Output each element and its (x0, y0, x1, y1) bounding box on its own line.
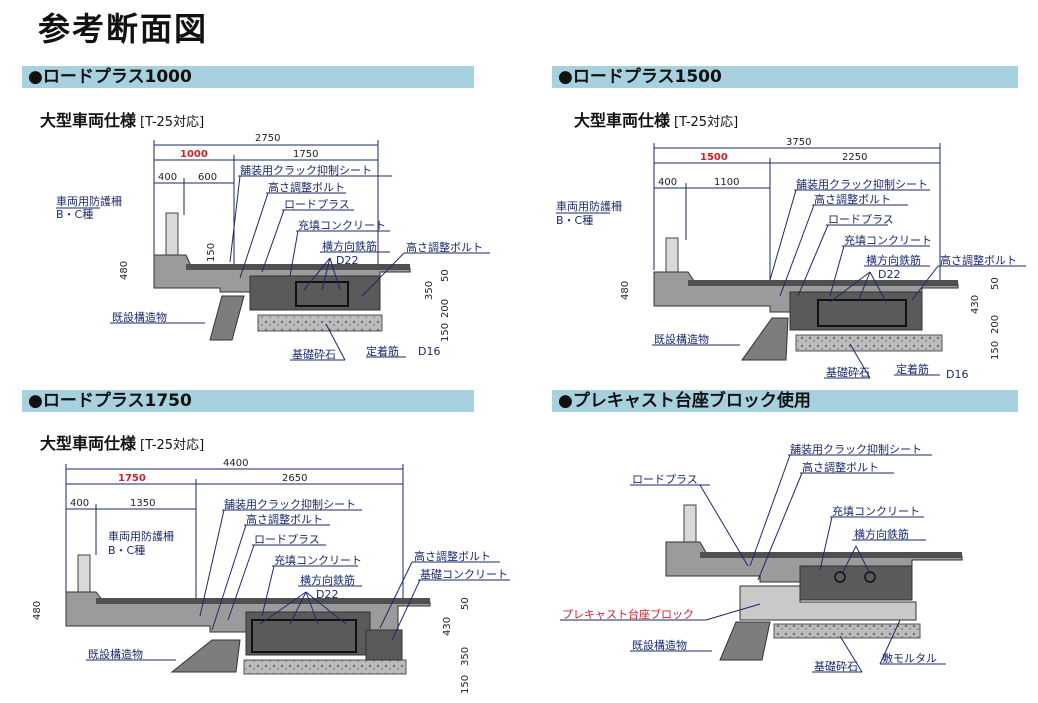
dim-h1: 480 (119, 261, 130, 280)
dim-total: 4400 (223, 458, 248, 469)
label-fill: 充填コンクリート (832, 504, 920, 518)
dim-v4: 150 (440, 323, 451, 342)
section-heading-1750: ●ロードプラス1750 (22, 390, 474, 412)
diagram-1500: 3750 1500 2250 400 1100 480 50 430 200 1… (556, 137, 1026, 381)
label-rebar: 横方向鉄筋 (322, 239, 377, 253)
label-bolt: 高さ調整ボルト (802, 460, 879, 474)
label-rebar-size: D22 (316, 588, 338, 601)
label-guard-type: B・C種 (556, 213, 593, 227)
section-heading-1500: ●ロードプラス1500 (552, 66, 1018, 88)
label-existing: 既設構造物 (88, 647, 143, 661)
label-rebar-size: D22 (878, 268, 900, 281)
dim-d1: 400 (70, 498, 89, 509)
label-bolt2: 高さ調整ボルト (406, 240, 483, 254)
label-sheet: 舗装用クラック抑制シート (796, 177, 928, 191)
label-base: 基礎砕石 (814, 659, 858, 673)
spec-title-1000: 大型車両仕様[T-25対応] (40, 107, 204, 131)
label-road: ロードプラス (254, 533, 320, 546)
label-base: 基礎砕石 (292, 347, 336, 361)
label-base: 基礎砕石 (826, 365, 870, 379)
label-guard: 車両用防護柵 (108, 529, 174, 543)
label-guard-type: B・C種 (56, 207, 93, 221)
page-title: 参考断面図 (38, 10, 209, 48)
spec-name: 大型車両仕様 (574, 111, 671, 130)
dim-right: 2650 (282, 473, 307, 484)
dim-v1: 50 (440, 269, 451, 282)
dim-v3: 200 (990, 315, 1001, 334)
dim-d1: 400 (158, 172, 177, 183)
diagram-1000: 2750 1000 1750 400 600 480 150 50 350 20… (56, 133, 490, 361)
dim-v4: 150 (990, 341, 1001, 360)
label-bolt: 高さ調整ボルト (814, 192, 891, 206)
dim-width-red: 1500 (700, 152, 728, 163)
label-anchor-size: D16 (418, 345, 440, 358)
dim-total: 3750 (786, 137, 811, 148)
dim-h1: 480 (620, 281, 631, 300)
label-existing: 既設構造物 (632, 638, 687, 652)
label-sheet: 舗装用クラック抑制シート (240, 163, 372, 177)
dim-h1: 480 (32, 601, 43, 620)
label-bolt2: 高さ調整ボルト (940, 253, 1017, 267)
label-anchor: 定着筋 (896, 362, 929, 376)
label-road: ロードプラス (632, 473, 698, 486)
dim-width-red: 1750 (118, 473, 146, 484)
dim-d2: 1350 (130, 498, 155, 509)
dim-d2: 1100 (714, 177, 739, 188)
dim-d1: 400 (658, 177, 677, 188)
dim-width-red: 1000 (180, 149, 208, 160)
label-rebar: 横方向鉄筋 (854, 527, 909, 541)
spec-title-1750: 大型車両仕様[T-25対応] (40, 430, 204, 454)
label-guard: 車両用防護柵 (56, 194, 122, 208)
label-bolt: 高さ調整ボルト (246, 512, 323, 526)
label-base-concrete: 基礎コンクリート (420, 568, 508, 581)
dim-h2: 150 (206, 243, 217, 262)
label-fill: 充填コンクリート (274, 553, 362, 567)
label-precast: プレキャスト台座ブロック (562, 607, 694, 621)
label-rebar-size: D22 (336, 254, 358, 267)
label-road: ロードプラス (828, 213, 894, 226)
dim-v3: 350 (460, 647, 471, 666)
label-anchor-size: D16 (946, 368, 968, 381)
label-road: ロードプラス (284, 198, 350, 211)
label-guard: 車両用防護柵 (556, 199, 622, 213)
dim-v2: 430 (970, 295, 981, 314)
dim-v2: 430 (442, 617, 453, 636)
dim-right: 2250 (842, 152, 867, 163)
label-existing: 既設構造物 (112, 310, 167, 324)
label-anchor: 定着筋 (366, 344, 399, 358)
label-mortar: 敷モルタル (882, 651, 937, 665)
dim-d2: 600 (198, 172, 217, 183)
label-existing: 既設構造物 (654, 332, 709, 346)
label-fill: 充填コンクリート (844, 233, 932, 247)
section-heading-1000: ●ロードプラス1000 (22, 66, 474, 88)
dim-v2: 350 (424, 281, 435, 300)
label-fill: 充填コンクリート (298, 218, 386, 232)
section-heading-precast: ●プレキャスト台座ブロック使用 (552, 390, 1018, 412)
label-sheet: 舗装用クラック抑制シート (224, 497, 356, 511)
dim-v1: 50 (990, 277, 1001, 290)
dim-right: 1750 (293, 149, 318, 160)
label-bolt: 高さ調整ボルト (268, 180, 345, 194)
label-rebar: 横方向鉄筋 (300, 573, 355, 587)
spec-load: [T-25対応] (140, 115, 205, 130)
dim-v1: 50 (460, 597, 471, 610)
spec-title-1500: 大型車両仕様[T-25対応] (574, 107, 738, 131)
spec-name: 大型車両仕様 (40, 111, 137, 130)
spec-load: [T-25対応] (674, 115, 739, 130)
label-guard-type: B・C種 (108, 543, 145, 557)
spec-load: [T-25対応] (140, 438, 205, 453)
label-sheet: 舗装用クラック抑制シート (790, 442, 922, 456)
label-bolt2: 高さ調整ボルト (414, 549, 491, 563)
dim-total: 2750 (255, 133, 280, 144)
dim-v4: 150 (460, 675, 471, 694)
dim-v3: 200 (440, 299, 451, 318)
spec-name: 大型車両仕様 (40, 434, 137, 453)
diagram-1750: 4400 1750 2650 400 1350 480 50 430 350 1… (32, 458, 510, 694)
label-rebar: 横方向鉄筋 (866, 253, 921, 267)
diagram-precast: ロードプラス 舗装用クラック抑制シート 高さ調整ボルト 充填コンクリート 横方向… (560, 442, 963, 673)
